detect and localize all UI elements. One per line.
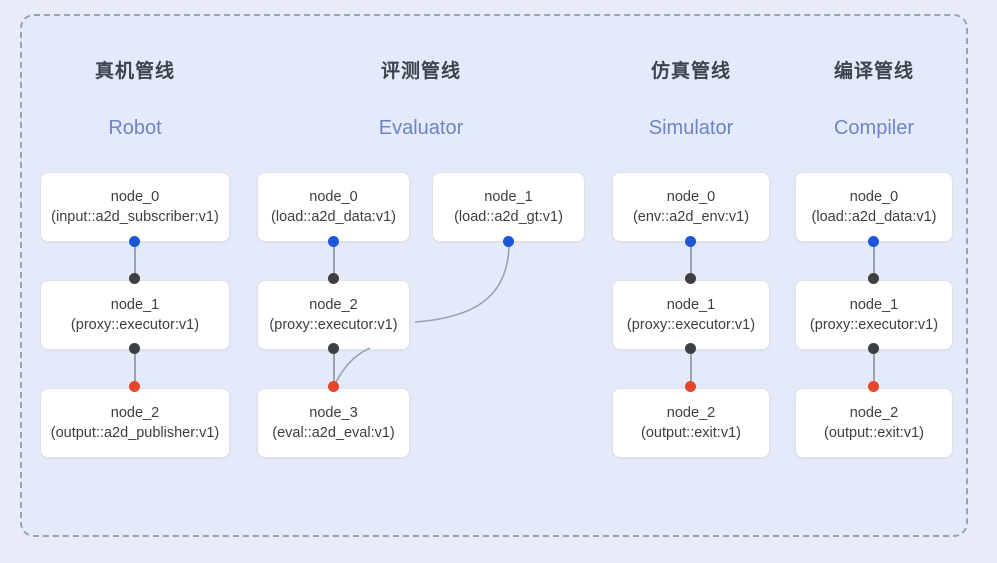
node-label-name: node_1 <box>110 297 160 313</box>
node-label-type: (proxy::executor:v1) <box>70 317 200 333</box>
edge-robot-0-1 <box>134 238 136 280</box>
node-label-type: (output::exit:v1) <box>641 425 741 441</box>
node-robot-1[interactable]: node_1 (proxy::executor:v1) <box>40 280 230 350</box>
node-label-type: (output::a2d_publisher:v1) <box>50 425 220 441</box>
node-label-name: node_2 <box>849 405 899 421</box>
node-label-name: node_2 <box>666 405 716 421</box>
node-label-type: (load::a2d_gt:v1) <box>454 209 563 225</box>
port-dot-evaluator-2-out[interactable] <box>328 343 339 354</box>
node-label-name: node_2 <box>110 405 160 421</box>
port-dot-compiler-1-out[interactable] <box>868 343 879 354</box>
node-label-name: node_0 <box>666 189 716 205</box>
port-dot-compiler-2-in[interactable] <box>868 381 879 392</box>
node-label-type: (load::a2d_data:v1) <box>271 209 396 225</box>
edge-robot-1-2 <box>134 346 136 388</box>
node-label-type: (load::a2d_data:v1) <box>811 209 937 225</box>
node-label-type: (output::exit:v1) <box>824 425 924 441</box>
port-dot-simulator-0-out[interactable] <box>685 236 696 247</box>
node-compiler-2[interactable]: node_2 (output::exit:v1) <box>795 388 953 458</box>
edge-comp-1-2 <box>873 346 875 388</box>
edge-sim-1-2 <box>690 346 692 388</box>
port-dot-robot-0-out[interactable] <box>129 236 140 247</box>
node-label-type: (eval::a2d_eval:v1) <box>272 425 395 441</box>
node-label-name: node_0 <box>110 189 160 205</box>
node-evaluator-1[interactable]: node_1 (load::a2d_gt:v1) <box>432 172 585 242</box>
node-label-type: (proxy::executor:v1) <box>269 317 398 333</box>
node-label-name: node_1 <box>849 297 899 313</box>
node-label-name: node_1 <box>666 297 716 313</box>
node-robot-0[interactable]: node_0 (input::a2d_subscriber:v1) <box>40 172 230 242</box>
port-dot-simulator-2-in[interactable] <box>685 381 696 392</box>
node-label-type: (env::a2d_env:v1) <box>632 209 750 225</box>
node-label-name: node_2 <box>309 297 358 313</box>
edge-eval-0-2 <box>333 238 335 280</box>
node-evaluator-3[interactable]: node_3 (eval::a2d_eval:v1) <box>257 388 410 458</box>
node-evaluator-2[interactable]: node_2 (proxy::executor:v1) <box>257 280 410 350</box>
edge-sim-0-1 <box>690 238 692 280</box>
node-label-name: node_1 <box>484 189 533 205</box>
edge-comp-0-1 <box>873 238 875 280</box>
port-dot-robot-1-out[interactable] <box>129 343 140 354</box>
port-dot-evaluator-1-out[interactable] <box>503 236 514 247</box>
port-dot-evaluator-2-in[interactable] <box>328 273 339 284</box>
node-robot-2[interactable]: node_2 (output::a2d_publisher:v1) <box>40 388 230 458</box>
pipeline-panel <box>20 14 968 537</box>
node-label-name: node_0 <box>849 189 899 205</box>
port-dot-robot-2-in[interactable] <box>129 381 140 392</box>
port-dot-evaluator-3-in[interactable] <box>328 381 339 392</box>
node-label-name: node_0 <box>309 189 358 205</box>
node-label-type: (proxy::executor:v1) <box>809 317 939 333</box>
port-dot-evaluator-0-out[interactable] <box>328 236 339 247</box>
node-simulator-2[interactable]: node_2 (output::exit:v1) <box>612 388 770 458</box>
port-dot-simulator-1-out[interactable] <box>685 343 696 354</box>
node-simulator-0[interactable]: node_0 (env::a2d_env:v1) <box>612 172 770 242</box>
node-label-type: (input::a2d_subscriber:v1) <box>51 209 219 225</box>
node-compiler-0[interactable]: node_0 (load::a2d_data:v1) <box>795 172 953 242</box>
node-simulator-1[interactable]: node_1 (proxy::executor:v1) <box>612 280 770 350</box>
node-label-name: node_3 <box>309 405 358 421</box>
node-compiler-1[interactable]: node_1 (proxy::executor:v1) <box>795 280 953 350</box>
node-label-type: (proxy::executor:v1) <box>626 317 756 333</box>
port-dot-compiler-0-out[interactable] <box>868 236 879 247</box>
port-dot-robot-1-in[interactable] <box>129 273 140 284</box>
node-evaluator-0[interactable]: node_0 (load::a2d_data:v1) <box>257 172 410 242</box>
port-dot-simulator-1-in[interactable] <box>685 273 696 284</box>
port-dot-compiler-1-in[interactable] <box>868 273 879 284</box>
